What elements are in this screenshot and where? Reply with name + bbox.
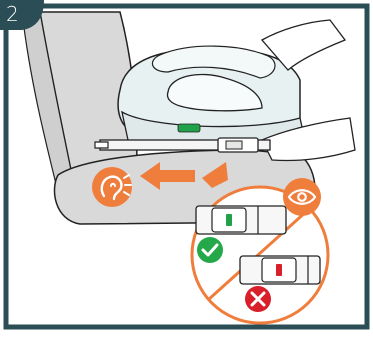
isofix-tip [94,141,109,149]
ear-icon [92,167,132,207]
step-number: 2 [6,2,19,26]
arrow-left-icon [140,162,195,190]
isofix-connector-window [225,140,243,150]
inset-divider [206,208,310,302]
eye-icon [283,178,321,216]
booster-green-indicator [177,123,201,133]
checkmark-icon [197,237,223,263]
hand-right [261,117,356,162]
booster-seat-armrest [166,73,263,112]
illustration-frame [3,3,370,330]
indicator-green [226,214,232,226]
cross-icon [245,286,271,312]
step-badge: 2 [0,0,44,30]
connector-correct [195,205,287,235]
booster-seat-cushion [151,45,276,79]
hand-left [260,19,347,71]
connector-incorrect [239,255,321,285]
indicator-red [276,264,282,276]
push-arrow-icon [202,162,228,188]
